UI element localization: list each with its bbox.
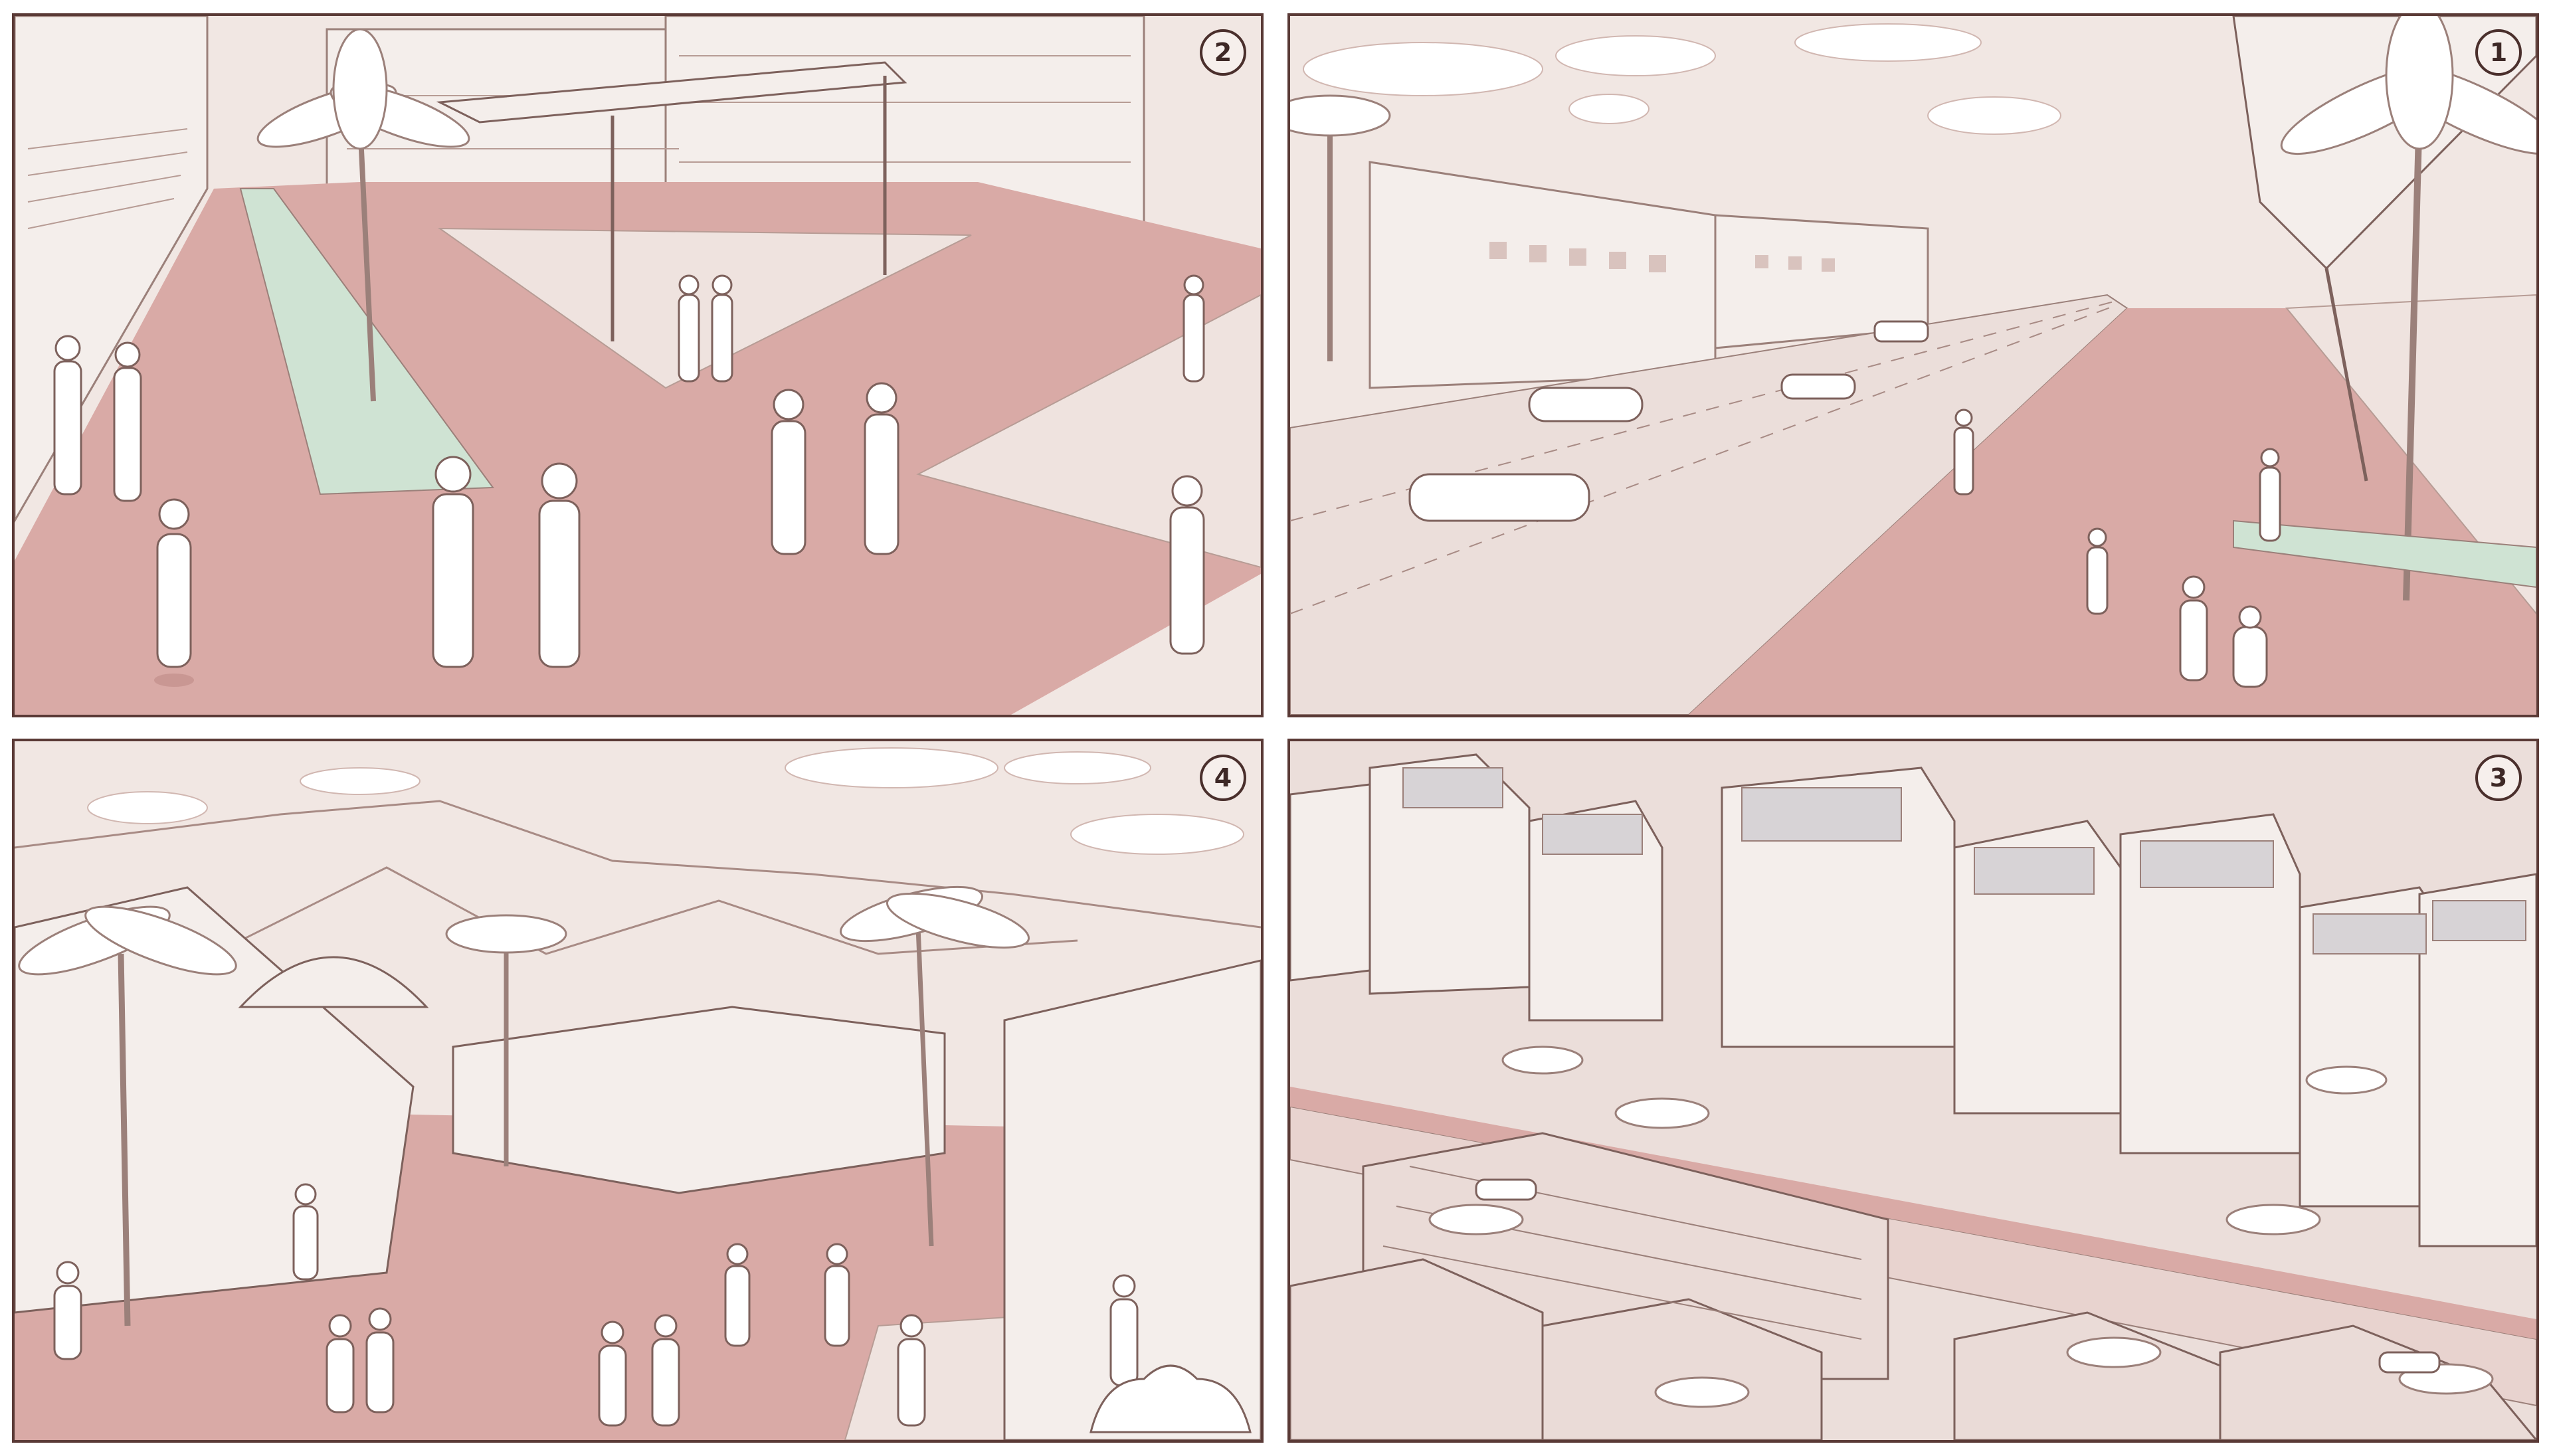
building-windows [1489, 242, 1835, 272]
planting-strip [2233, 519, 2536, 589]
large-tent [15, 886, 415, 1314]
right-paving [1689, 308, 2536, 715]
panel-number-badge: 3 [2475, 755, 2522, 801]
street-plaza-illustration [15, 16, 1261, 715]
cars [1475, 1178, 2441, 1374]
palm-fronds [2280, 16, 2536, 155]
scene-panel-street-plaza: 2 [12, 13, 1264, 717]
right-building [1003, 959, 1261, 1440]
market-sheds [1290, 1132, 2536, 1440]
palm-trees [1428, 1046, 2494, 1408]
palm-fronds [18, 885, 1030, 976]
palm-trees [118, 927, 934, 1326]
scene-panel-festival: 4 [12, 739, 1264, 1443]
camel [1089, 1364, 1252, 1433]
exhibition-hall [452, 1006, 946, 1194]
festival-illustration [15, 741, 1261, 1440]
palm-fronds [256, 28, 470, 150]
planting-strip [239, 188, 494, 496]
boulevard-illustration [1290, 16, 2536, 715]
panel-number-badge: 1 [2475, 29, 2522, 76]
palm-trunk [357, 122, 376, 402]
plaza-canopy [436, 61, 907, 124]
scene-panel-boulevard: 1 [1287, 13, 2539, 717]
festival-crowd [53, 1183, 1139, 1427]
scene-panel-aerial-neighbourhood: 3 [1287, 739, 2539, 1443]
clouds [1303, 23, 2061, 135]
left-building-windows [27, 128, 188, 229]
aerial-neighbourhood-illustration [1290, 741, 2536, 1440]
road-markings [1290, 301, 2118, 614]
panel-number-badge: 2 [1200, 29, 1246, 76]
clouds [87, 747, 1244, 855]
plaza-light-square [437, 227, 972, 389]
cars [1408, 320, 1929, 522]
pedestrians [1953, 409, 2281, 688]
pedestrians [53, 274, 1205, 687]
mountain-ridge [15, 800, 1261, 929]
panel-number-badge: 4 [1200, 755, 1246, 801]
solar-panels [1402, 767, 2526, 955]
geodesic-dome [238, 956, 429, 1008]
palm-trunk [2403, 108, 2423, 601]
